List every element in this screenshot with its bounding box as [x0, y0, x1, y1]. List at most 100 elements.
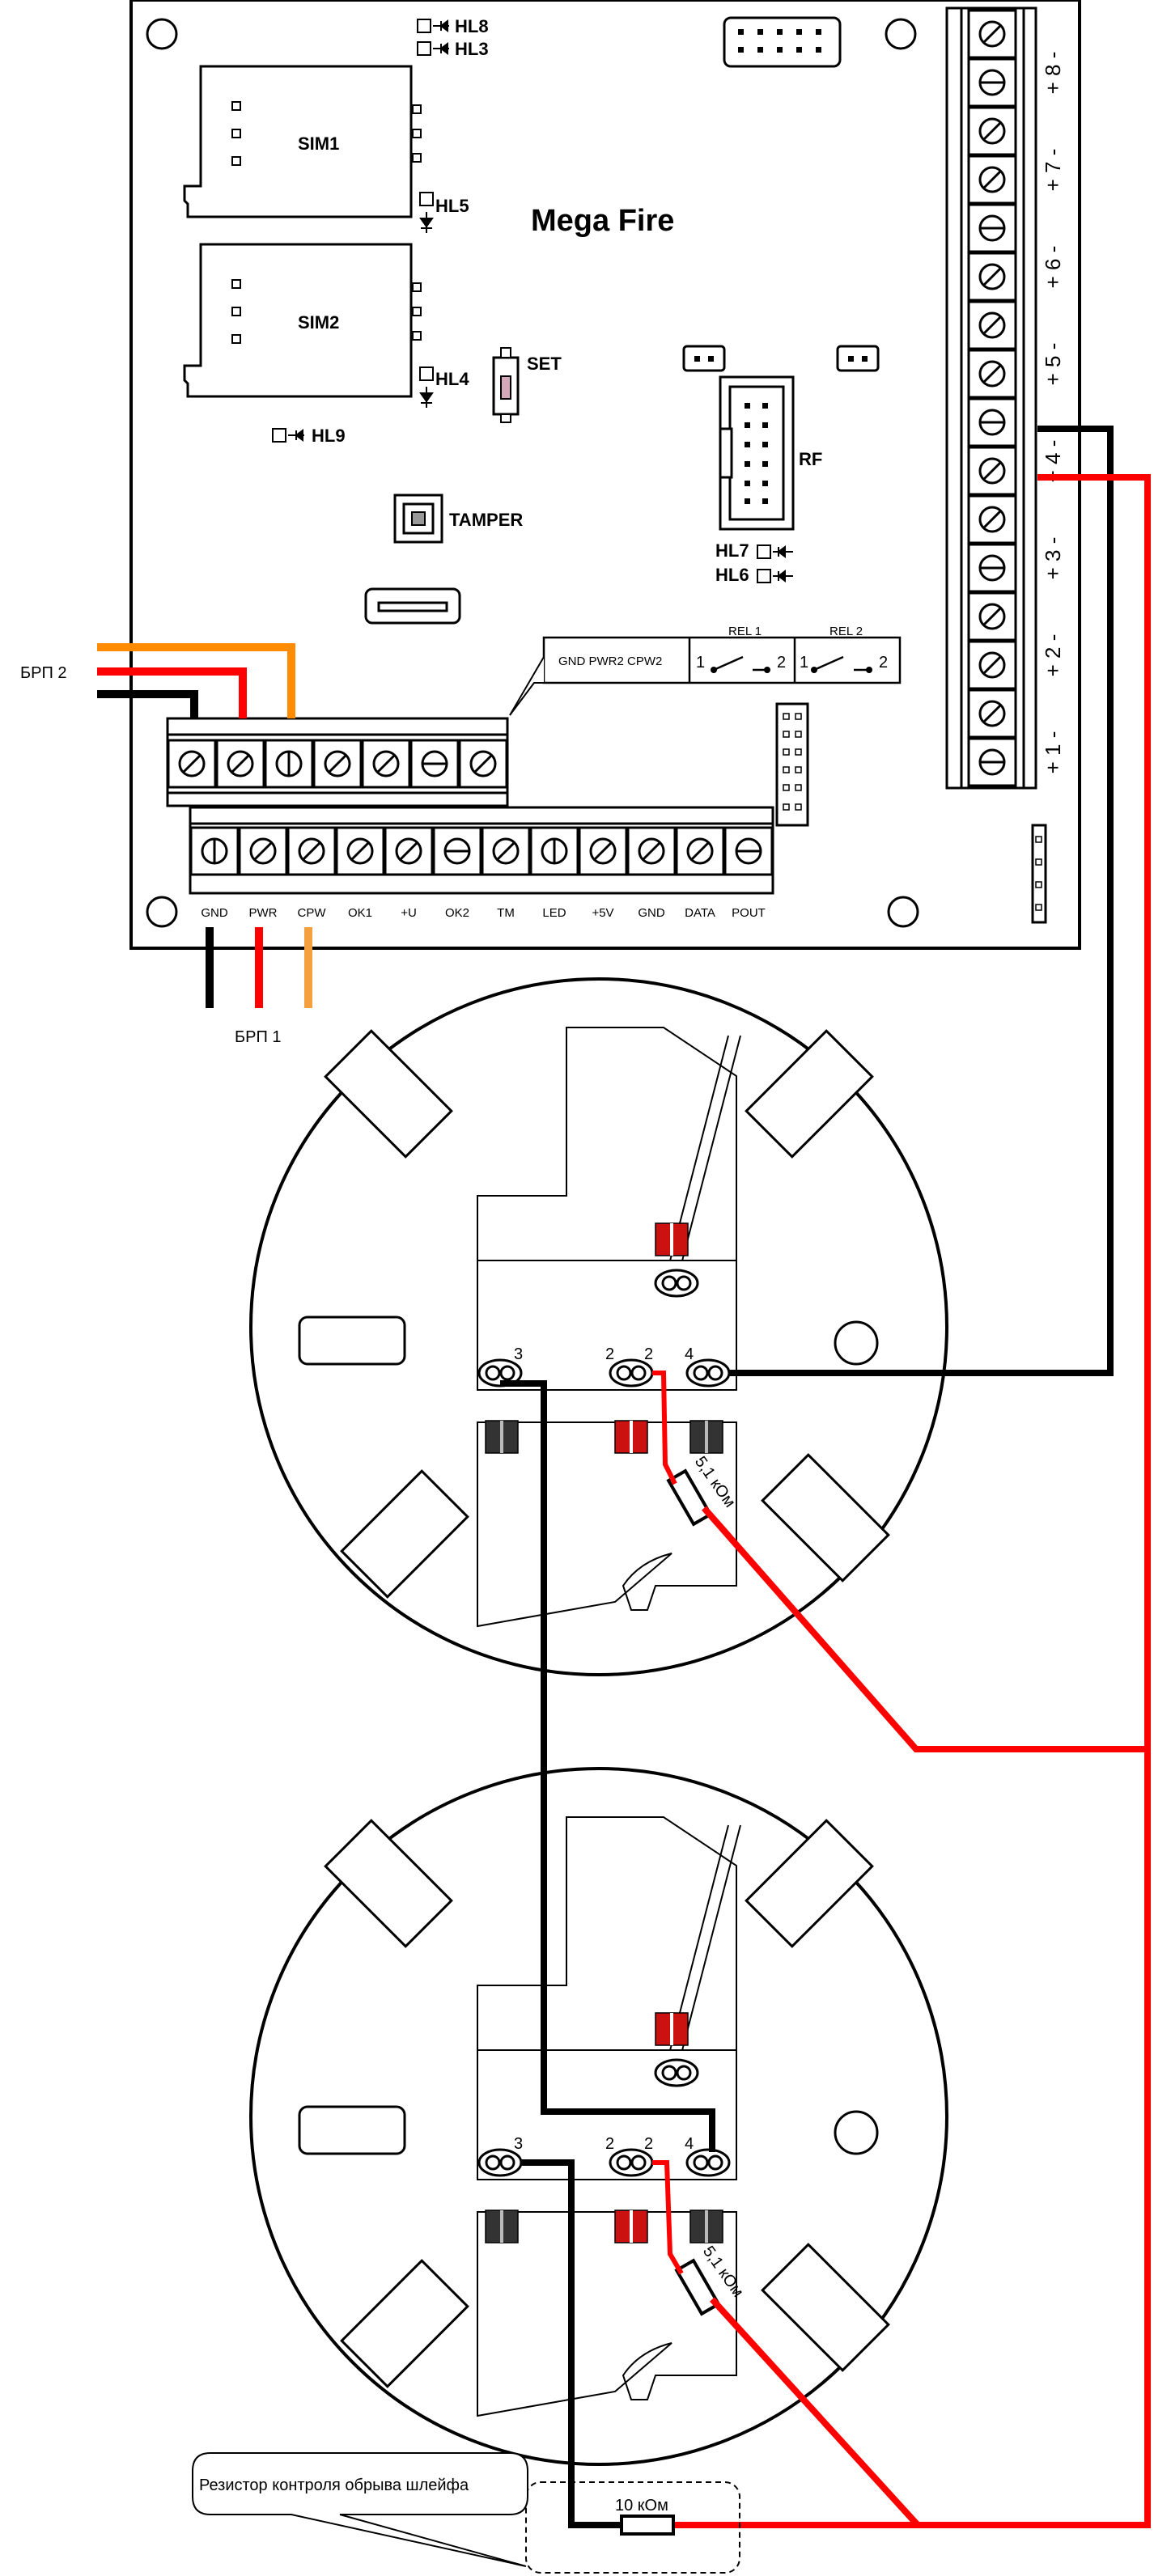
- zone-screw[interactable]: [967, 57, 1017, 108]
- zone-screw[interactable]: [967, 737, 1017, 787]
- det1-terminal-2a: 2: [605, 1345, 614, 1363]
- bottom-terminal-strip: [189, 806, 774, 895]
- zone-8-sign: +: [1041, 82, 1065, 94]
- mounting-tab: [761, 1453, 890, 1582]
- terminal-screw[interactable]: [335, 826, 385, 876]
- sim1-label: SIM1: [298, 133, 339, 154]
- zone-screw[interactable]: [967, 349, 1017, 399]
- rf-label: RF: [799, 449, 822, 469]
- terminal-screw[interactable]: [264, 739, 314, 789]
- zone-4-num: 4: [1041, 453, 1065, 464]
- zone-6-num: 6: [1041, 259, 1065, 270]
- terminal-screw[interactable]: [215, 739, 265, 789]
- led-hl4: HL4: [419, 366, 469, 408]
- zone-screw[interactable]: [967, 640, 1017, 690]
- rel2-label: REL 2: [829, 625, 863, 638]
- bottom-terminal-labels: GND PWR CPW OK1 +U OK2 TM LED +5V GND DA…: [201, 906, 766, 920]
- term-label-pwr: PWR: [249, 906, 278, 920]
- terminal-screw[interactable]: [481, 826, 531, 876]
- term-label-cpw: CPW: [298, 906, 327, 920]
- zone-screw[interactable]: [967, 688, 1017, 739]
- det2-terminal-2b: 2: [644, 2135, 653, 2153]
- term-label-ok2: OK2: [445, 906, 469, 920]
- zone-screw[interactable]: [967, 9, 1017, 59]
- mounting-tab: [745, 1819, 874, 1948]
- terminal-screw[interactable]: [238, 826, 288, 876]
- detector-base-2: 3 2 2 4 5,1 кОм: [249, 1767, 948, 2466]
- terminal-screw[interactable]: [432, 826, 482, 876]
- hl9-label: HL9: [312, 426, 346, 446]
- svg-text:+ 6 -: + 6 -: [1041, 246, 1065, 289]
- terminal-screw[interactable]: [384, 826, 434, 876]
- zone-1-num: 1: [1041, 744, 1065, 756]
- led-hl5: HL5: [419, 192, 469, 233]
- zone-screw[interactable]: [967, 494, 1017, 544]
- side-pin-header: [1031, 824, 1047, 924]
- eol-callout-text: Резистор контроля обрыва шлейфа: [199, 2476, 469, 2494]
- zone-8-minus: -: [1041, 52, 1065, 59]
- term-label-tm: TM: [497, 906, 515, 920]
- zone-5-num: 5: [1041, 356, 1065, 367]
- rel1-pin1: 1: [696, 654, 705, 672]
- loop-wires: [500, 426, 1151, 2528]
- power-terminal-strip: [166, 717, 509, 807]
- resistor-10k: [620, 2515, 675, 2536]
- svg-text:+ 2 -: + 2 -: [1041, 634, 1065, 677]
- zone-screw[interactable]: [967, 252, 1017, 302]
- zone-screw[interactable]: [967, 155, 1017, 205]
- zone-7-num: 7: [1041, 162, 1065, 173]
- mounting-tab: [324, 1029, 453, 1159]
- terminal-screw[interactable]: [578, 826, 628, 876]
- zone-screw[interactable]: [967, 446, 1017, 496]
- terminal-screw[interactable]: [189, 826, 240, 876]
- terminal-screw[interactable]: [312, 739, 363, 789]
- zone-screw[interactable]: [967, 300, 1017, 350]
- terminal-screw[interactable]: [286, 826, 337, 876]
- rel2-pin1: 1: [800, 654, 808, 672]
- terminal-screw[interactable]: [409, 739, 460, 789]
- terminal-screw[interactable]: [626, 826, 677, 876]
- led-hl6: HL6: [715, 565, 793, 585]
- detector-base-1: 3 2 2 4 5,1 кОм: [249, 977, 948, 1676]
- svg-text:+ 1 -: + 1 -: [1041, 731, 1065, 774]
- zone-screw[interactable]: [967, 591, 1017, 642]
- zone-3-num: 3: [1041, 550, 1065, 561]
- mounting-tab: [761, 2243, 890, 2372]
- tamper-switch[interactable]: TAMPER: [393, 494, 523, 544]
- terminal-screw[interactable]: [723, 826, 774, 876]
- mounting-hole: [146, 18, 178, 50]
- det2-terminal-4: 4: [685, 2135, 694, 2153]
- hl4-label: HL4: [435, 369, 469, 389]
- term-label-led: LED: [542, 906, 566, 920]
- zone-6-minus: -: [1041, 246, 1065, 253]
- brp1-label: БРП 1: [235, 1028, 282, 1046]
- led-hl8: HL8: [417, 16, 489, 36]
- relay-block: GND PWR2 CPW2 REL 1 REL 2 1 2 1 2: [509, 625, 902, 716]
- jumper-left: [682, 345, 726, 372]
- terminal-screw[interactable]: [458, 739, 508, 789]
- power-wires-brp2: БРП 2: [20, 643, 295, 718]
- indicator-hole: [834, 2110, 879, 2155]
- mounting-tab: [745, 1029, 874, 1159]
- zone-2-minus: -: [1041, 634, 1065, 642]
- rel1-pin2: 2: [777, 654, 786, 672]
- oval-slot: [298, 2105, 406, 2155]
- zone-screw[interactable]: [967, 543, 1017, 593]
- terminal-screw[interactable]: [361, 739, 411, 789]
- usb-slot: [364, 587, 461, 625]
- rel1-label: REL 1: [728, 625, 762, 638]
- det1-terminal-2b: 2: [644, 1345, 653, 1363]
- board-title: Mega Fire: [531, 204, 674, 238]
- terminal-screw[interactable]: [167, 739, 217, 789]
- zone-screw[interactable]: [967, 106, 1017, 156]
- zone-2-sign: +: [1041, 664, 1065, 676]
- zone-screw[interactable]: [967, 397, 1017, 447]
- rf-connector: RF: [719, 375, 822, 531]
- terminal-screw[interactable]: [529, 826, 579, 876]
- zone-screw[interactable]: [967, 203, 1017, 253]
- mounting-hole: [885, 18, 917, 50]
- resistor-5k1: [666, 1468, 713, 1527]
- hl8-label: HL8: [455, 16, 489, 36]
- terminal-screw[interactable]: [675, 826, 725, 876]
- set-button[interactable]: SET: [492, 347, 562, 423]
